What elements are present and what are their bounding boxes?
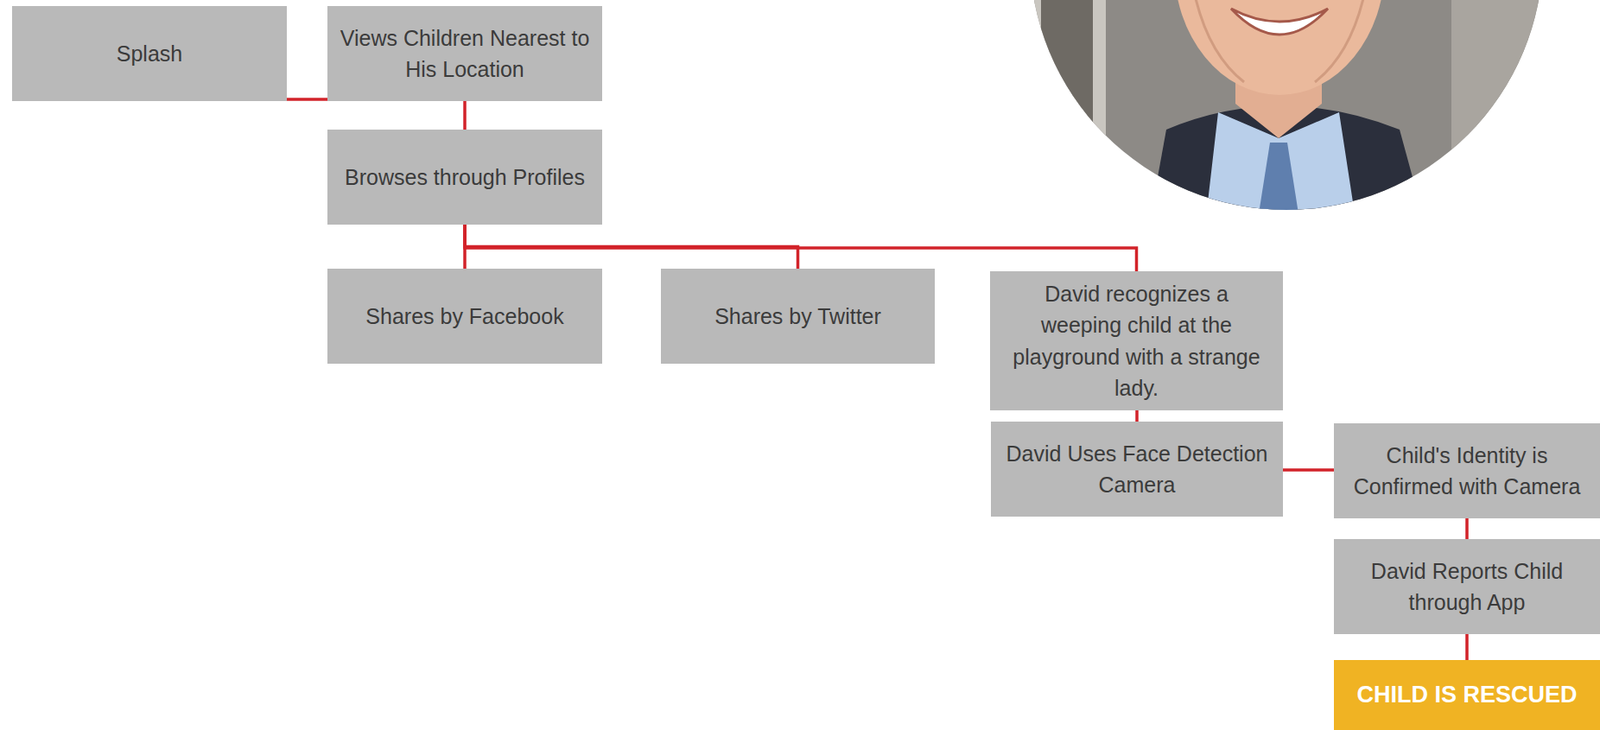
- box-label: Splash: [116, 38, 183, 70]
- process-box: David Reports Child through App: [1333, 539, 1600, 635]
- outcome-box: CHILD IS RESCUED: [1333, 660, 1600, 730]
- box-label: Views Children Nearest to His Location: [339, 22, 591, 86]
- process-box: Child's Identity is Confirmed with Camer…: [1333, 423, 1600, 519]
- connector-line: [1282, 468, 1334, 472]
- box-label: Shares by Twitter: [714, 300, 882, 332]
- portrait-illustration: [1019, 0, 1556, 225]
- connector-line: [1135, 410, 1139, 422]
- connector-line: [464, 224, 1137, 272]
- box-label: Browses through Profiles: [344, 161, 585, 193]
- process-box: Views Children Nearest to His Location: [327, 6, 603, 102]
- process-box: Splash: [12, 6, 287, 102]
- box-label: Child's Identity is Confirmed with Camer…: [1346, 439, 1588, 503]
- box-label: David Uses Face Detection Camera: [1003, 438, 1271, 502]
- process-box: David recognizes a weeping child at the …: [990, 271, 1283, 411]
- process-box: David Uses Face Detection Camera: [990, 421, 1283, 517]
- connector-line: [1465, 518, 1469, 540]
- box-label: CHILD IS RESCUED: [1356, 678, 1577, 712]
- process-box: Browses through Profiles: [327, 129, 603, 225]
- box-label: Shares by Facebook: [365, 300, 564, 332]
- connector-line: [1465, 634, 1469, 661]
- process-box: Shares by Facebook: [327, 268, 603, 364]
- box-label: David Reports Child through App: [1346, 555, 1588, 619]
- connector-line: [463, 101, 467, 130]
- connector-line: [286, 97, 328, 102]
- box-label: David recognizes a weeping child at the …: [1002, 278, 1271, 404]
- process-box: Shares by Twitter: [660, 268, 935, 364]
